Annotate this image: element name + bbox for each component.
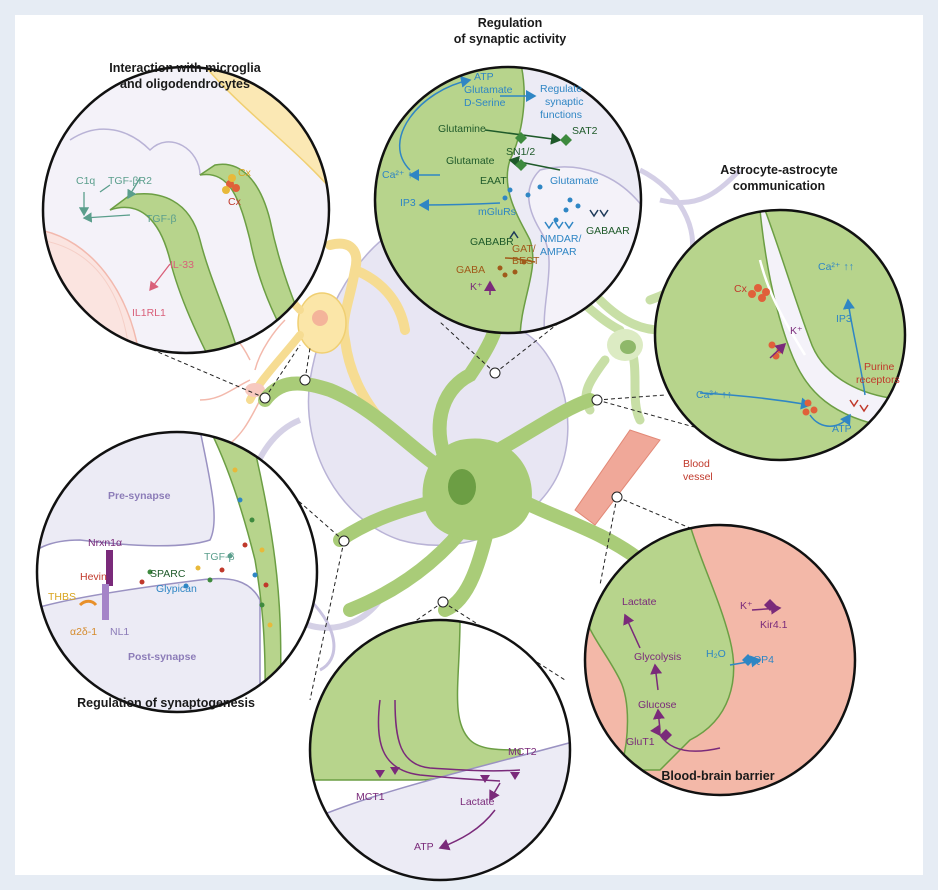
mglurs-label: mGluRs [478,206,516,218]
glycolysis-label: Glycolysis [634,651,681,663]
glutamate-synaptic-label: Glutamate [550,175,599,187]
panel-microglia: C1q TGF-βR2 TGF-β Cx Cx IL-33 IL1RL1 [41,65,331,355]
glutamate-uptake-label: Glutamate [446,155,495,167]
glucose-label: Glucose [638,699,677,711]
calcium-up-label: Ca²⁺ ↑↑ [818,261,854,273]
regulate-label-1: Regulate [540,83,582,95]
a2d-label: α2δ-1 [70,626,97,638]
panel-bbb: Lactate K⁺ Kir4.1 Glycolysis H₂O AQP4 Gl… [583,523,857,797]
cx-label-red: Cx [228,196,242,208]
panel-astro-astro: Cx K⁺ Ca²⁺ ↑↑ IP3 Ca²⁺ ↑↑ Purine recepto… [653,208,907,462]
gabab-label: GABABR [470,236,514,248]
purine-label-2: receptors [856,374,900,386]
tgfb-label: TGF-β [204,551,235,563]
glypican-label: Glypican [156,583,197,595]
sat2-label: SAT2 [572,125,598,137]
nmdar-label-2: AMPAR [540,246,577,258]
gat-label-2: BEST [512,255,540,267]
mct2-label: MCT2 [508,746,537,758]
magnifier-rings [259,367,623,608]
title-astro-2: communication [733,179,825,193]
atp-label: ATP [414,841,434,853]
potassium-label: K⁺ [790,325,803,337]
il1rl1-label: IL1RL1 [132,307,166,319]
title-synaptogenesis: Regulation of synaptogenesis [77,696,255,710]
calcium-label: Ca²⁺ ↑↑ [382,169,418,181]
title-microglia-1: Interaction with microglia [109,61,261,75]
ip3-label: IP3 [836,313,852,325]
gat-label-1: GAT/ [512,243,536,255]
regulate-label-2: synaptic [545,96,584,108]
blood-vessel [574,429,661,526]
postsynapse-label: Post-synapse [128,651,196,663]
nl1-label: NL1 [110,626,129,638]
panel-synaptogenesis: Pre-synapse Post-synapse Nrxn1α Hevin SP… [35,430,319,714]
calcium-left-label: Ca²⁺ ↑↑ [696,389,732,401]
blood-vessel-label-2: vessel [683,471,713,483]
title-astro-1: Astrocyte-astrocyte [720,163,837,177]
blood-vessel-label-1: Blood [683,458,710,470]
purine-label-1: Purine [864,361,895,373]
title-bbb: Blood-brain barrier [661,769,774,783]
glutamine-label: Glutamine [438,123,486,135]
neighbour-astrocyte [565,255,715,425]
lactate-label: Lactate [622,596,657,608]
water-label: H₂O [706,648,726,660]
presynapse-label: Pre-synapse [108,490,171,502]
atp-label: ATP [474,71,494,83]
title-synaptic-2: of synaptic activity [454,32,567,46]
lactate-label: Lactate [460,796,495,808]
potassium-label: K⁺ [470,281,483,293]
aqp4-label: AQP4 [746,654,774,666]
gaba-label: GABA [456,264,485,276]
eaat-label: EAAT [480,175,507,187]
dserine-label: D-Serine [464,97,506,109]
nrxn-label: Nrxn1α [88,537,122,549]
thbs-label: THBS [48,591,76,603]
central-astrocyte [258,323,647,617]
atp-label: ATP [832,423,852,435]
c1q-label: C1q [76,175,95,187]
title-synaptic-1: Regulation [478,16,543,30]
mct1-label: MCT1 [356,791,385,803]
tgfbr2-label: TGF-βR2 [108,175,152,187]
il33-label: IL-33 [170,259,194,271]
nmdar-label-1: NMDAR/ [540,233,581,245]
kir41-label: Kir4.1 [760,619,788,631]
gabaa-label: GABAAR [586,225,630,237]
panel-lactate-shuttle: MCT1 MCT2 Lactate ATP [308,618,572,882]
title-microglia-2: and oligodendrocytes [120,77,250,91]
ip3-label: IP3 [400,197,416,209]
cx-label-yellow: Cx [238,167,252,179]
connexin-label: Cx [734,283,748,295]
sparc-label: SPARC [150,568,186,580]
potassium-label: K⁺ [740,600,753,612]
glut1-label: GluT1 [626,736,655,748]
glutamate-release-label: Glutamate [464,84,513,96]
hevin-label: Hevin [80,571,107,583]
regulate-label-3: functions [540,109,582,121]
tgfb-label: TGF-β [146,213,177,225]
sn12-label: SN1/2 [506,146,535,158]
